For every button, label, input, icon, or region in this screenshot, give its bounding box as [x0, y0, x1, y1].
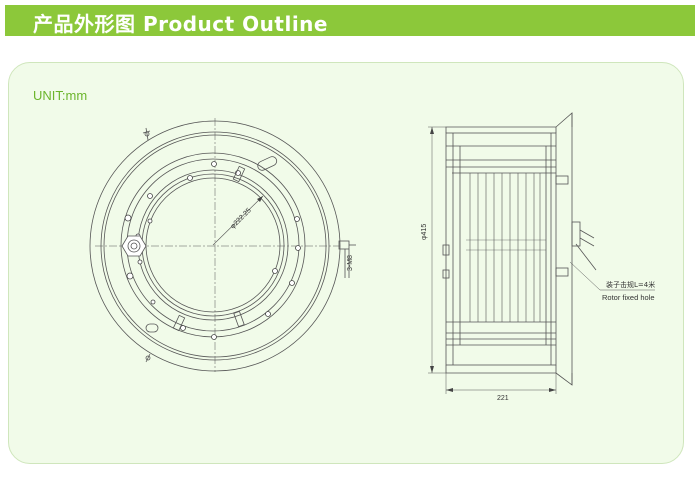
top-lug	[142, 127, 151, 141]
width-label: 221	[497, 395, 509, 402]
front-view	[89, 118, 356, 372]
bottom-lug	[145, 353, 151, 363]
annotation-leader	[569, 261, 601, 291]
slip-ring-fins	[469, 173, 541, 322]
bottom-slot	[145, 310, 245, 333]
height-label: φ415	[421, 224, 428, 240]
connector-nut	[121, 235, 147, 257]
side-connector	[571, 221, 597, 271]
threaded-stud	[338, 240, 356, 278]
annotation-en: Rotor fixed hole	[602, 293, 655, 302]
inner-diameter-label: φ222.25	[229, 207, 252, 230]
unit-label: UNIT:mm	[33, 88, 88, 103]
page-title: 产品外形图 Product Outline	[33, 12, 328, 36]
side-view	[428, 112, 655, 394]
top-slot	[232, 156, 278, 183]
thread-label: 3-M8	[347, 255, 354, 271]
diameter-leader	[212, 195, 264, 246]
annotation-cn: 装子击规L=4米	[606, 280, 655, 289]
side-body	[445, 132, 557, 366]
header-bar: 产品外形图 Product Outline	[5, 5, 695, 36]
